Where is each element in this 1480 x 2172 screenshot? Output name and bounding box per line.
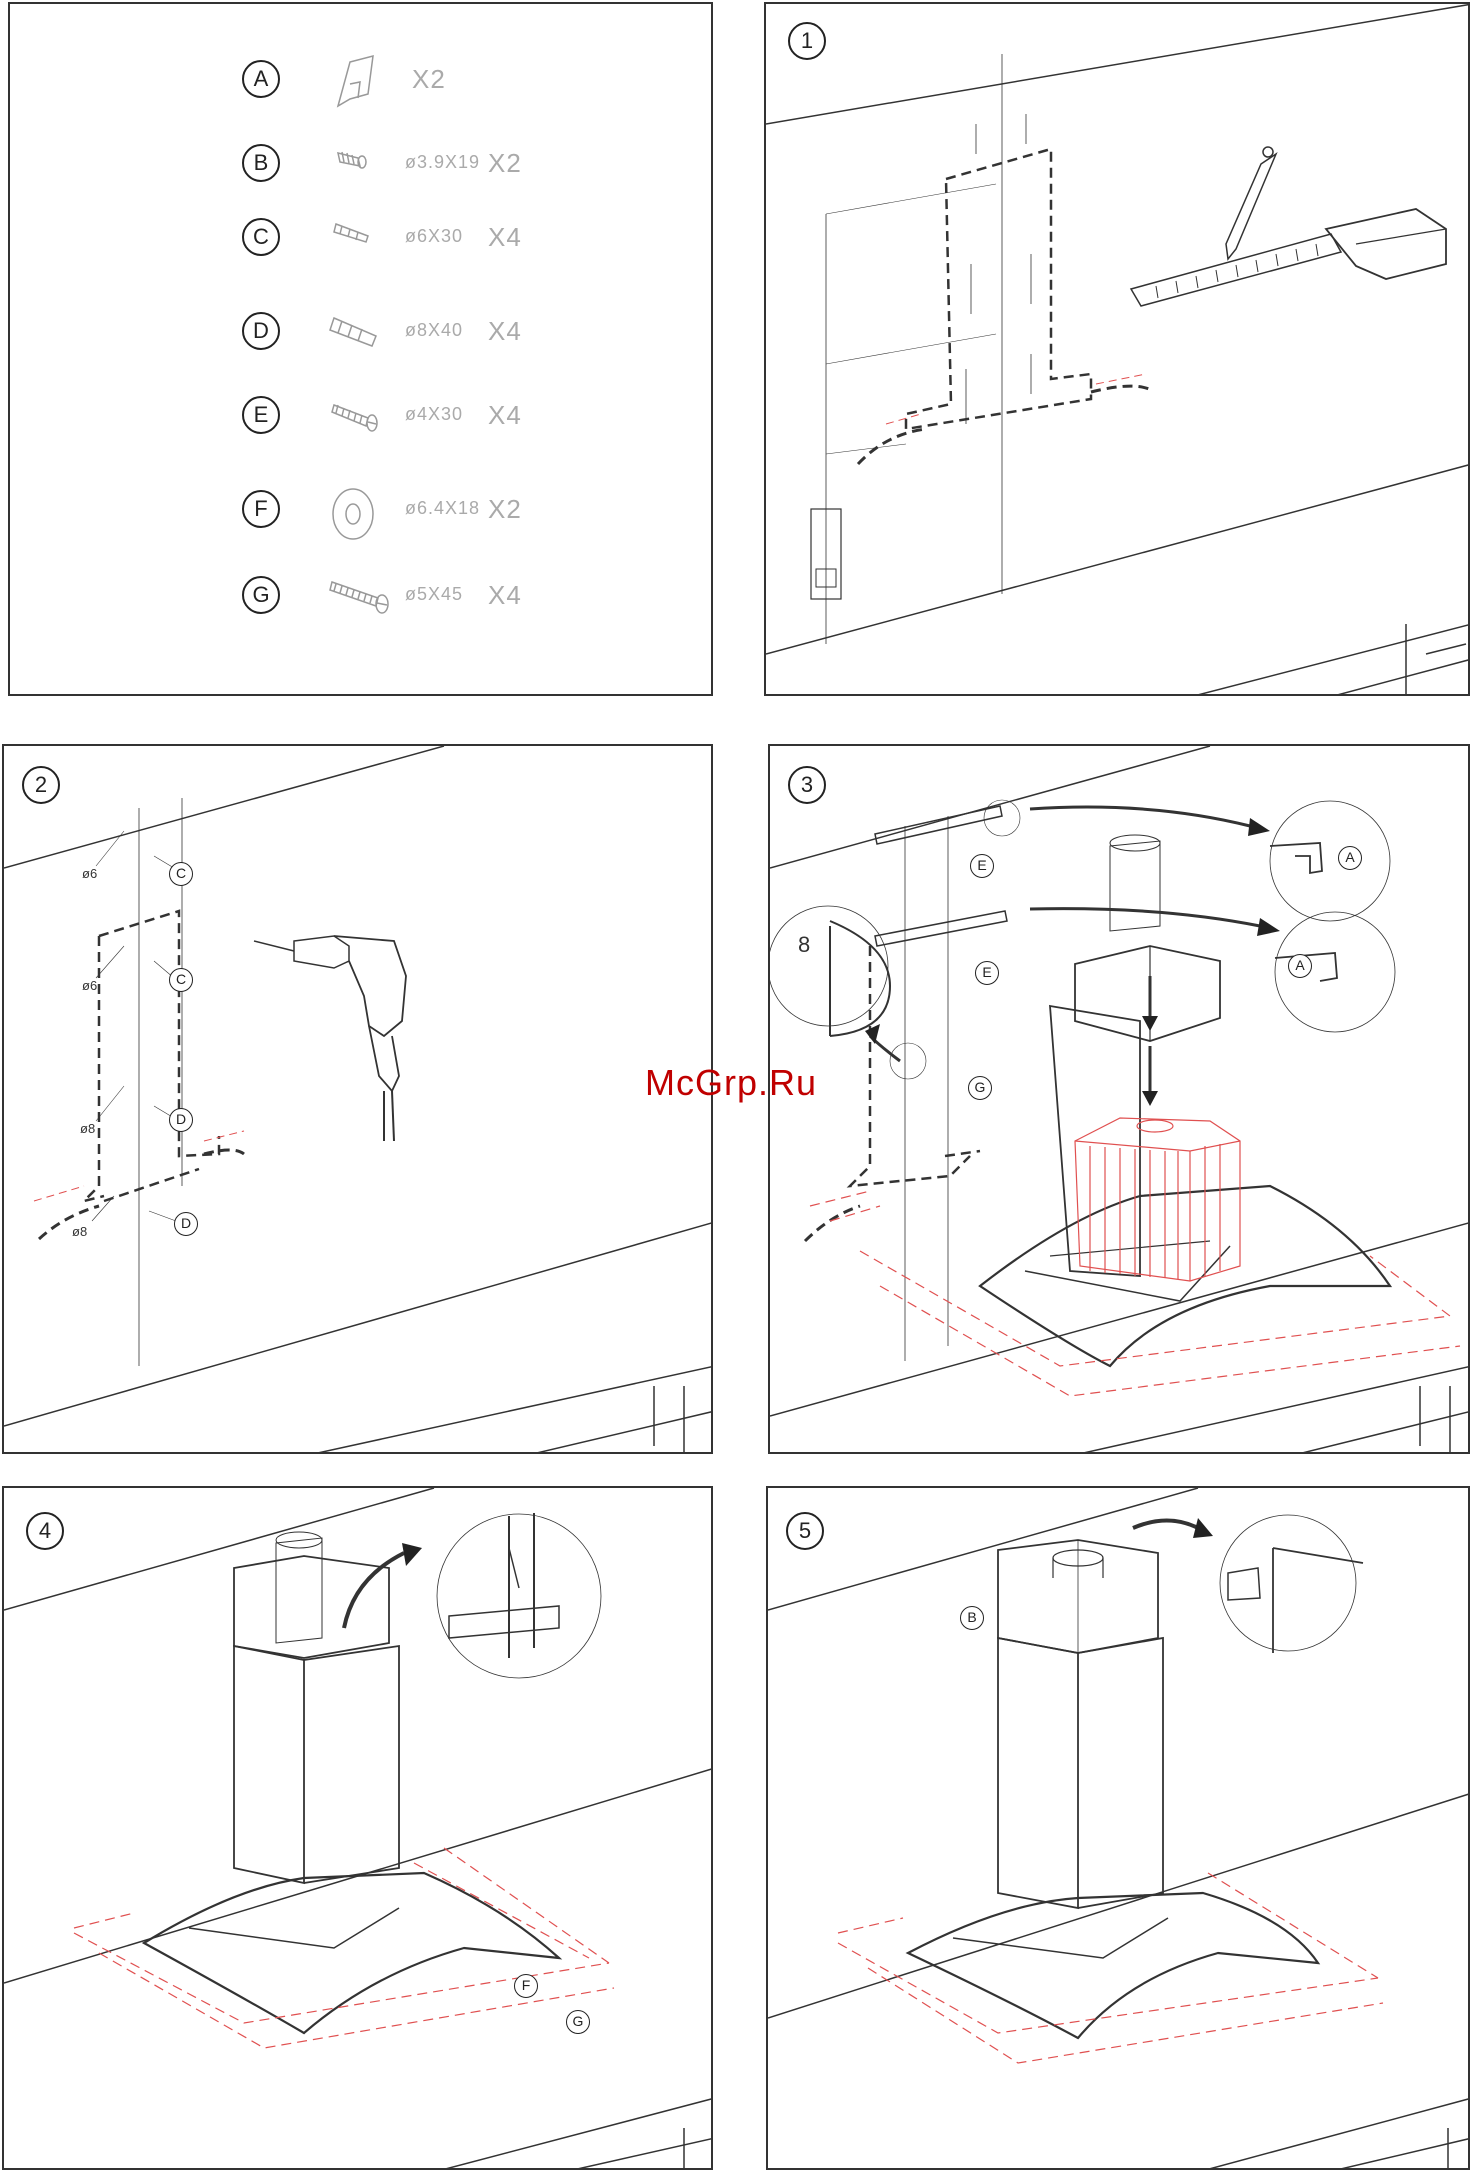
- part-size-label: ø6.4X18: [405, 498, 480, 519]
- hole-diameter-label: ø6: [82, 978, 97, 993]
- step-5-panel: 5 B: [766, 1486, 1470, 2170]
- part-letter-badge: B: [242, 144, 280, 182]
- hole-diameter-label: ø6: [82, 866, 97, 881]
- part-c-callout: C: [169, 968, 193, 992]
- step-2-number: 2: [22, 766, 60, 804]
- screw-depth-label: 8: [798, 932, 810, 958]
- part-size-label: ø6X30: [405, 226, 463, 247]
- part-d-callout: D: [169, 1108, 193, 1132]
- part-size-label: ø8X40: [405, 320, 463, 341]
- step-3-illustration: [770, 746, 1470, 1454]
- part-g-callout: G: [968, 1076, 992, 1100]
- step-2-illustration: [4, 746, 713, 1454]
- hole-diameter-label: ø8: [80, 1121, 95, 1136]
- step-4-illustration: [4, 1488, 713, 2170]
- step-5-illustration: [768, 1488, 1470, 2170]
- part-a-callout: A: [1288, 954, 1312, 978]
- part-f-callout: F: [514, 1974, 538, 1998]
- part-quantity-label: X4: [488, 316, 522, 347]
- step-2-panel: 2 ø6 ø6 ø8 ø8 C C D D: [2, 744, 713, 1454]
- part-letter-badge: C: [242, 218, 280, 256]
- part-a-callout: A: [1338, 846, 1362, 870]
- part-quantity-label: X4: [488, 580, 522, 611]
- step-4-number: 4: [26, 1512, 64, 1550]
- part-quantity-label: X4: [488, 222, 522, 253]
- step-1-number: 1: [788, 22, 826, 60]
- part-e-callout: E: [970, 854, 994, 878]
- part-size-label: ø3.9X19: [405, 152, 480, 173]
- part-b-callout: B: [960, 1606, 984, 1630]
- watermark: McGrp.Ru: [645, 1062, 817, 1104]
- part-quantity-label: X2: [412, 64, 446, 95]
- part-row-a: A X2: [10, 52, 710, 112]
- part-g-callout: G: [566, 2010, 590, 2034]
- step-4-panel: 4 F G: [2, 1486, 713, 2170]
- part-letter-badge: G: [242, 576, 280, 614]
- part-d-callout: D: [174, 1212, 198, 1236]
- hole-diameter-label: ø8: [72, 1224, 87, 1239]
- part-size-label: ø5X45: [405, 584, 463, 605]
- part-letter-badge: D: [242, 312, 280, 350]
- step-1-illustration: [766, 4, 1470, 696]
- part-e-callout: E: [975, 961, 999, 985]
- part-letter-badge: F: [242, 490, 280, 528]
- part-quantity-label: X2: [488, 494, 522, 525]
- part-c-callout: C: [169, 862, 193, 886]
- step-3-panel: 3 E E G A A 8: [768, 744, 1470, 1454]
- step-3-number: 3: [788, 766, 826, 804]
- part-size-label: ø4X30: [405, 404, 463, 425]
- step-5-number: 5: [786, 1512, 824, 1550]
- step-1-panel: 1: [764, 2, 1470, 696]
- part-letter-badge: E: [242, 396, 280, 434]
- part-letter-badge: A: [242, 60, 280, 98]
- part-quantity-label: X2: [488, 148, 522, 179]
- part-quantity-label: X4: [488, 400, 522, 431]
